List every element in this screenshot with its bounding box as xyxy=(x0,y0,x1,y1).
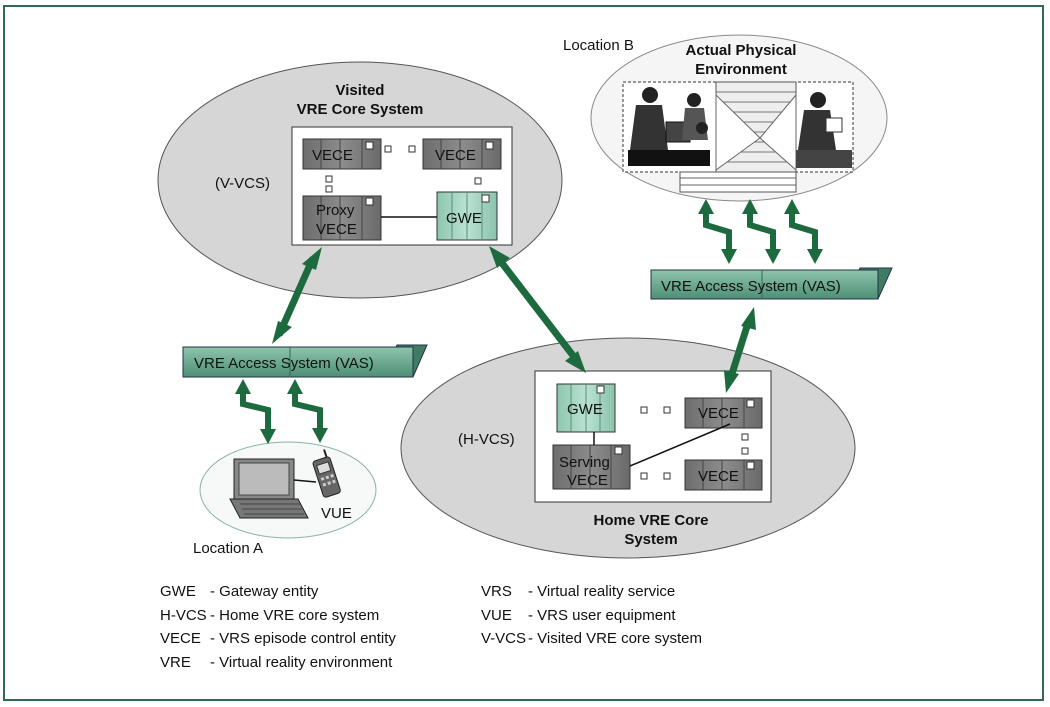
wireless-link-env-2 xyxy=(742,199,781,264)
legend-left: GWE- Gateway entity H-VCS- Home VRE core… xyxy=(160,580,396,674)
visited-core-abbr: (V-VCS) xyxy=(215,175,270,192)
physical-environment-illustration xyxy=(622,81,854,193)
svg-text:VECE: VECE xyxy=(567,472,608,489)
legend-item: V-VCS- Visited VRE core system xyxy=(481,630,702,647)
svg-text:Proxy: Proxy xyxy=(316,202,355,219)
wireless-link-laptop xyxy=(235,379,276,444)
svg-text:VECE: VECE xyxy=(316,221,357,238)
physical-environment-title: Actual Physical xyxy=(686,42,797,59)
location-a-label: Location A xyxy=(193,540,263,557)
gwe-server: GWE xyxy=(556,383,616,433)
physical-environment-title: Environment xyxy=(695,61,787,78)
visited-core-title: VRE Core System xyxy=(297,101,424,118)
wireless-link-phone xyxy=(287,379,328,443)
link-dots xyxy=(640,406,749,480)
legend-right: VRS- Virtual reality service VUE- VRS us… xyxy=(481,580,702,651)
vre-access-system-right: VRE Access System (VAS) xyxy=(650,267,893,300)
vece-server: VECE xyxy=(684,397,763,429)
home-core-abbr: (H-VCS) xyxy=(458,431,515,448)
home-core-title: Home VRE Core xyxy=(593,512,708,529)
wireless-link-env-3 xyxy=(784,199,823,264)
vece-server: VECE xyxy=(422,138,502,170)
arrow-visited-to-home xyxy=(489,246,586,373)
vre-access-system-left: VRE Access System (VAS) xyxy=(182,344,428,378)
figure-frame xyxy=(3,5,1044,701)
vece-server: VECE xyxy=(684,459,763,491)
laptop-phone-link xyxy=(293,479,317,483)
svg-text:VRE Access System (VAS): VRE Access System (VAS) xyxy=(661,278,841,295)
legend-item: VRS- Virtual reality service xyxy=(481,583,676,600)
svg-text:VECE: VECE xyxy=(435,147,476,164)
gwe-server: GWE xyxy=(436,191,498,241)
serving-vece-link xyxy=(629,423,731,467)
vece-server: VECE xyxy=(302,138,382,170)
arrow-home-to-vas xyxy=(724,307,756,393)
svg-text:VRE Access System (VAS): VRE Access System (VAS) xyxy=(194,355,374,372)
vue-label: VUE xyxy=(321,505,352,522)
svg-text:VECE: VECE xyxy=(698,405,739,422)
svg-text:GWE: GWE xyxy=(446,210,482,227)
phone-icon xyxy=(312,449,341,498)
home-core-title: System xyxy=(624,531,677,548)
legend-item: VUE- VRS user equipment xyxy=(481,606,676,624)
legend-item: H-VCS- Home VRE core system xyxy=(160,606,380,624)
legend-item: VECE- VRS episode control entity xyxy=(160,630,396,647)
svg-text:VECE: VECE xyxy=(312,147,353,164)
location-b-label: Location B xyxy=(563,37,634,54)
legend-item: VRE- Virtual reality environment xyxy=(160,653,393,671)
legend-item: GWE- Gateway entity xyxy=(160,583,319,600)
arrow-visited-to-vas xyxy=(272,247,322,344)
proxy-vece-server: Proxy VECE xyxy=(302,195,382,241)
wireless-link-env-1 xyxy=(698,199,737,264)
svg-text:Serving: Serving xyxy=(559,454,610,471)
svg-text:GWE: GWE xyxy=(567,401,603,418)
svg-text:VECE: VECE xyxy=(698,468,739,485)
laptop-icon xyxy=(229,458,309,519)
visited-core-title: Visited xyxy=(336,82,385,99)
link-dots xyxy=(325,145,482,193)
serving-vece-server: Serving VECE xyxy=(552,444,631,490)
